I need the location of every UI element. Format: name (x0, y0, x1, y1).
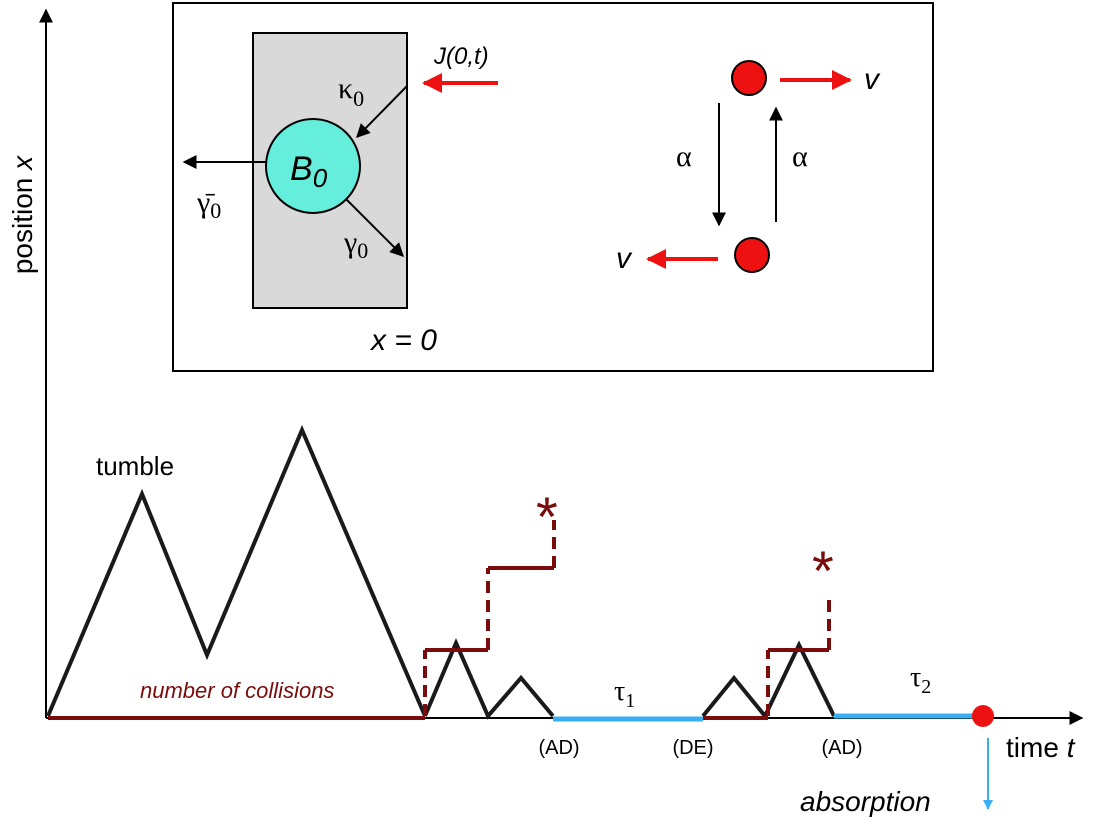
gamma-symbol: γ (343, 226, 357, 259)
event-label-de: (DE) (672, 737, 713, 759)
tau1-symbol: τ (614, 676, 625, 707)
alpha-up-label: α (792, 140, 808, 173)
kappa-sub: 0 (353, 86, 364, 111)
collisions-staircase-2 (766, 595, 831, 716)
x-axis-label-var: t (1067, 732, 1076, 763)
star-marker-1: * (536, 485, 558, 548)
star-marker-2: * (812, 539, 834, 602)
gamma-arrow (345, 198, 404, 257)
bound-state-circle (265, 118, 361, 214)
gamma-sub: 0 (357, 238, 368, 263)
alpha-down-label: α (676, 140, 692, 173)
kappa-label: κ0 (338, 72, 364, 111)
event-label-ad-2: (AD) (821, 737, 862, 759)
collisions-label: number of collisions (140, 678, 334, 703)
y-axis-label: position x (7, 155, 38, 274)
tau1-label: τ1 (614, 676, 635, 712)
flux-label: J(0,t) (433, 43, 489, 70)
bounce-trajectory-1 (423, 637, 555, 720)
collisions-staircase-solid-1 (425, 566, 554, 652)
collisions-staircase-1 (423, 520, 556, 716)
gamma-bar-sub: 0 (210, 198, 221, 223)
bound-state-B: B (290, 150, 313, 188)
tau2-sub: 2 (921, 676, 931, 698)
tumble-trajectory (46, 424, 427, 717)
y-axis-label-text: position (7, 170, 38, 274)
right-moving-particle (731, 60, 767, 96)
kappa-symbol: κ (338, 72, 353, 105)
right-speed-label: v (864, 63, 881, 96)
left-speed-label: v (616, 242, 633, 275)
bound-state-sub: 0 (313, 163, 328, 193)
tau1-sub: 1 (625, 690, 635, 712)
gamma-label: γ0 (343, 226, 368, 263)
absorption-point (972, 705, 994, 727)
boundary-label: x = 0 (369, 324, 437, 357)
left-moving-particle (734, 237, 770, 273)
tumble-label: tumble (96, 451, 174, 481)
tau2-label: τ2 (910, 662, 931, 698)
bound-state-label: B0 (290, 150, 328, 193)
absorption-label: absorption (800, 786, 931, 817)
x-axis-label: time t (1006, 732, 1076, 763)
kappa-arrow (356, 85, 408, 138)
tau2-symbol: τ (910, 662, 921, 693)
x-axis-label-text: time (1006, 732, 1067, 763)
y-axis-label-var: x (7, 155, 38, 172)
event-label-ad-1: (AD) (538, 737, 579, 759)
